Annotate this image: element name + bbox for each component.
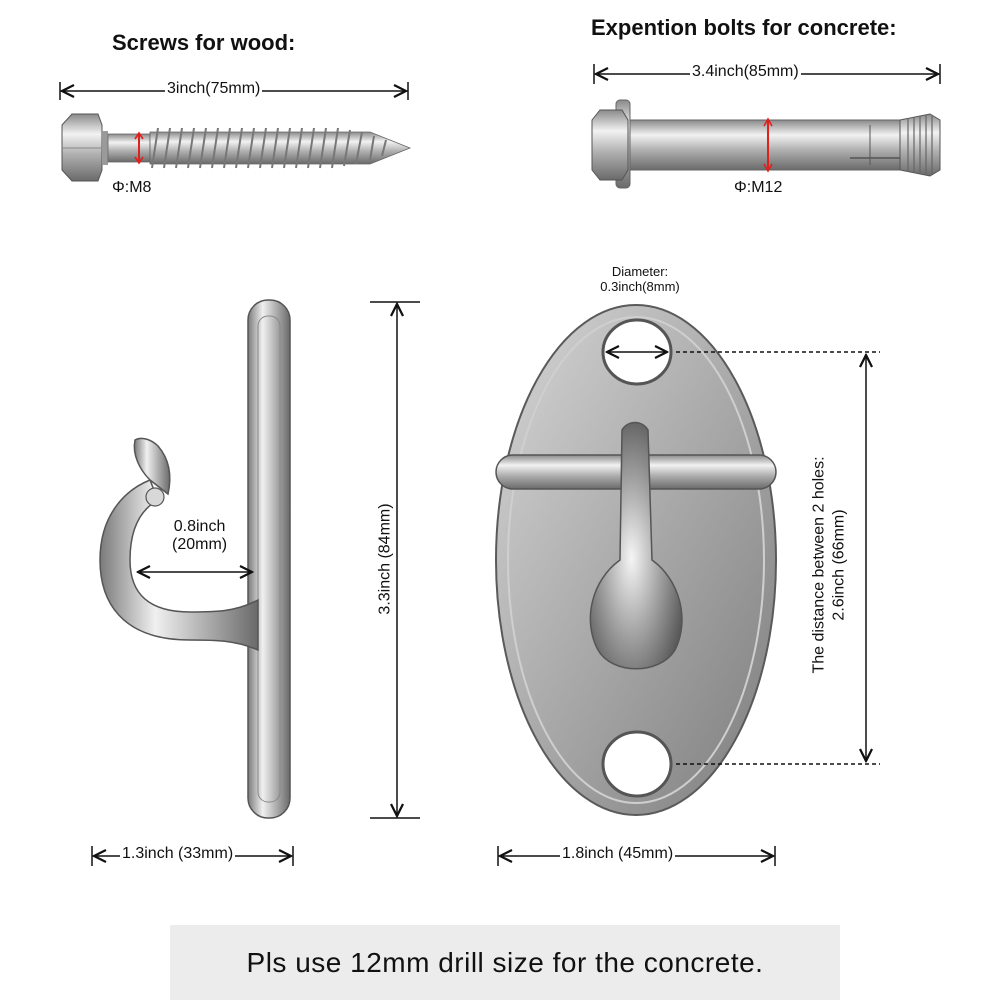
expansion-bolt-diameter-label: Φ:M12 [732, 179, 785, 197]
hole-distance-label: The distance between 2 holes: 2.6inch (6… [810, 453, 850, 676]
hook-height-label: 3.3inch (84mm) [376, 500, 395, 618]
hole-distance-label-line1: The distance between 2 holes: [810, 456, 828, 674]
hook-opening-label-line1: 0.8inch [173, 518, 226, 535]
hook-opening-label: 0.8inch (20mm) [170, 518, 229, 554]
wood-screw-length-label: 3inch(75mm) [165, 80, 263, 98]
hook-opening-label-line2: (20mm) [172, 536, 228, 553]
wood-screw-diameter-label: Φ:M8 [110, 179, 154, 197]
hook-depth-label: 1.3inch (33mm) [120, 845, 236, 863]
expansion-bolt-image [591, 64, 941, 189]
hole-diameter-label-line2: 0.3inch(8mm) [600, 279, 680, 294]
wood-screw-image [59, 82, 412, 182]
hook-front-view-image [495, 304, 880, 866]
drill-size-note: Pls use 12mm drill size for the concrete… [246, 946, 764, 978]
hole-distance-label-line2: 2.6inch (66mm) [829, 505, 850, 625]
hole-diameter-label-line1: Diameter: [611, 264, 669, 279]
wood-screw-heading: Screws for wood: [112, 30, 296, 55]
hook-side-view-image [91, 299, 420, 866]
hole-diameter-label: Diameter: 0.3inch(8mm) [580, 264, 700, 294]
expansion-bolt-length-label: 3.4inch(85mm) [690, 63, 801, 81]
expansion-bolt-heading: Expention bolts for concrete: [591, 15, 897, 40]
drill-size-note-bar: Pls use 12mm drill size for the concrete… [170, 925, 840, 1000]
plate-width-label: 1.8inch (45mm) [560, 845, 676, 863]
